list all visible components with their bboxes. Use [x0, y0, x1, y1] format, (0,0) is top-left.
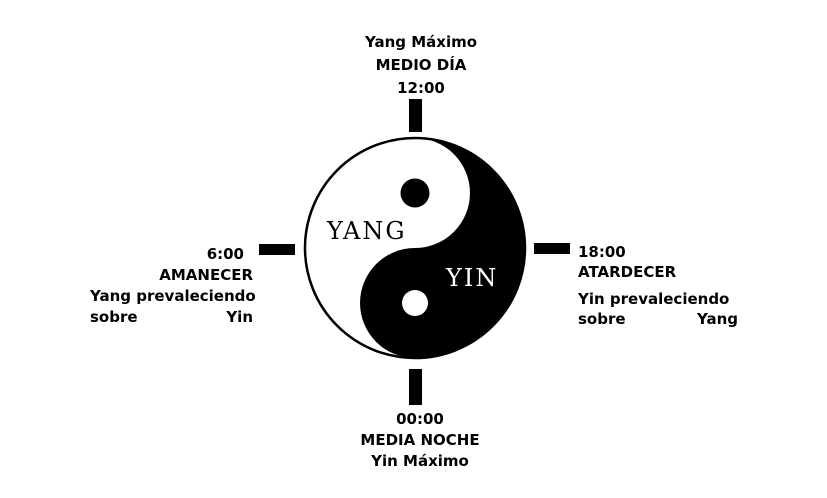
dawn-description-word-yin: Yin — [226, 308, 253, 326]
dawn-label-block: 6:00 AMANECER Yang prevaleciendo sobre Y… — [90, 244, 256, 328]
yin-dot — [400, 178, 430, 208]
dusk-label-block: 18:00 ATARDECER Yin prevaleciendo sobre … — [578, 242, 738, 329]
dusk-description-line2: sobre Yang — [578, 309, 738, 329]
dusk-title: ATARDECER — [578, 263, 677, 281]
midnight-time: 00:00 — [396, 410, 444, 428]
dawn-title: AMANECER — [159, 266, 253, 284]
noon-title: MEDIO DÍA — [375, 56, 467, 74]
midnight-tick-mark — [409, 369, 422, 405]
yang-text-label: YANG — [326, 217, 406, 245]
noon-label-block: Yang Máximo MEDIO DÍA 12:00 — [271, 31, 571, 100]
dawn-description-line2: sobre Yin — [90, 307, 253, 328]
yin-text-label: YIN — [445, 264, 498, 292]
midnight-title: MEDIA NOCHE — [360, 431, 480, 449]
yin-half-lobe — [360, 138, 525, 358]
yang-dot — [402, 290, 428, 316]
midnight-subtitle: Yin Máximo — [371, 452, 469, 470]
noon-time: 12:00 — [397, 79, 445, 97]
dawn-time: 6:00 — [206, 245, 244, 263]
dusk-description-word-sobre: sobre — [578, 310, 626, 328]
noon-tick-mark — [409, 99, 422, 132]
dawn-description-line1: Yang prevaleciendo — [90, 287, 256, 305]
dusk-description-line1: Yin prevaleciendo — [578, 290, 730, 308]
noon-subtitle: Yang Máximo — [364, 33, 478, 51]
dusk-time: 18:00 — [578, 243, 626, 261]
dusk-description-word-yang: Yang — [696, 310, 738, 328]
dawn-description-word-sobre: sobre — [90, 308, 138, 326]
yin-yang-symbol: YANG YIN — [303, 136, 527, 360]
midnight-label-block: 00:00 MEDIA NOCHE Yin Máximo — [270, 409, 570, 472]
dusk-tick-mark — [534, 243, 570, 254]
dawn-tick-mark — [259, 244, 295, 255]
